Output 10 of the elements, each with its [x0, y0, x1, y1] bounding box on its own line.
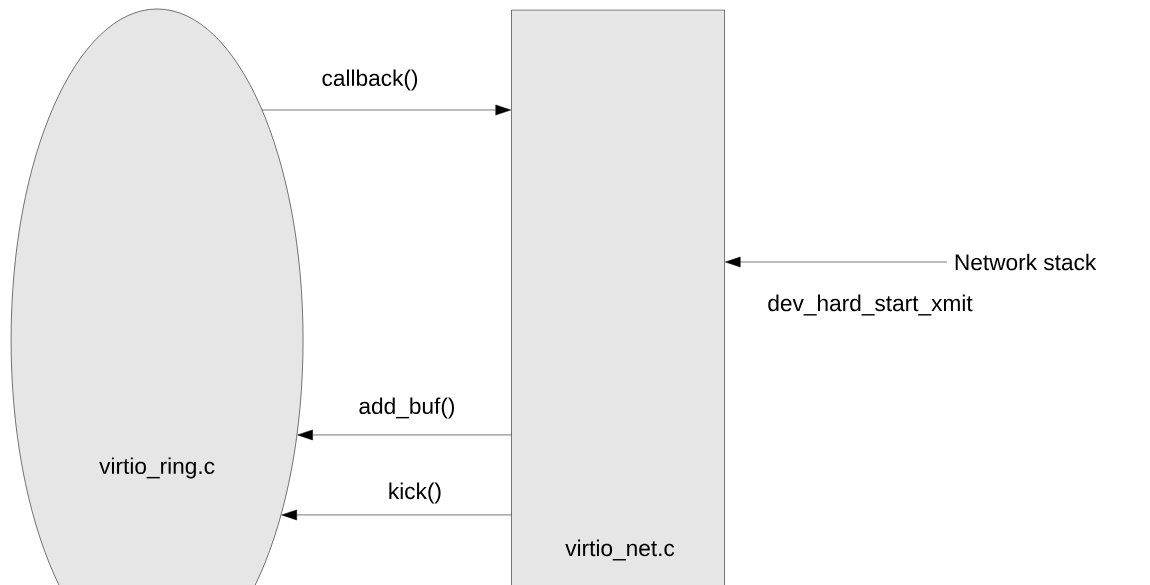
edge-label: add_buf() [359, 397, 455, 419]
arrow [261, 104, 511, 116]
arrow [281, 509, 512, 521]
module-box: virtio_net.c [511, 9, 725, 585]
source-label: Network stack [955, 253, 1097, 271]
edge-label: callback() [322, 69, 418, 91]
arrow [297, 429, 512, 441]
edge-label: dev_hard_start_xmit [768, 294, 973, 316]
arrow [725, 256, 948, 268]
edge-label: kick() [389, 482, 441, 504]
